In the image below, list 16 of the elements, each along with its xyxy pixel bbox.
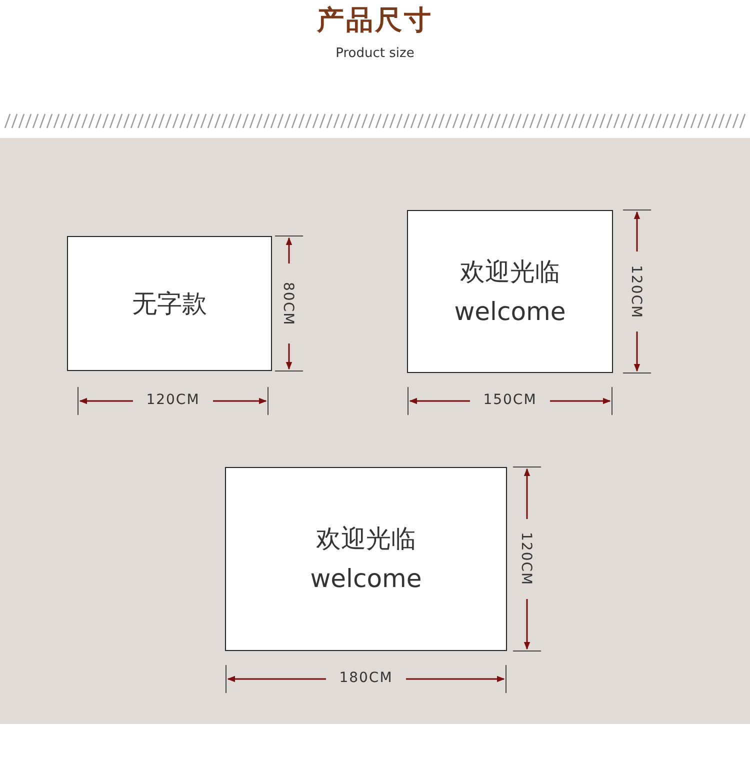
dimension-label: 180CM (338, 670, 394, 686)
dimension-label: 80CM (280, 280, 296, 328)
subtitle: Product size (334, 46, 416, 61)
mat-outline (67, 236, 272, 371)
mat-text: 欢迎光临 (460, 256, 560, 288)
dimension-label: 120CM (145, 392, 201, 408)
mat-text: welcome (310, 563, 422, 595)
mat-text: 无字款 (132, 288, 207, 320)
dimension-label: 120CM (518, 531, 534, 588)
mat-text: welcome (454, 296, 566, 328)
mat-outline (407, 210, 613, 373)
mat-outline (225, 467, 507, 651)
dimension-label: 120CM (628, 264, 644, 320)
title: 产品尺寸 (316, 4, 434, 38)
dimension-label: 150CM (482, 392, 538, 408)
mat-text: 欢迎光临 (316, 523, 416, 555)
